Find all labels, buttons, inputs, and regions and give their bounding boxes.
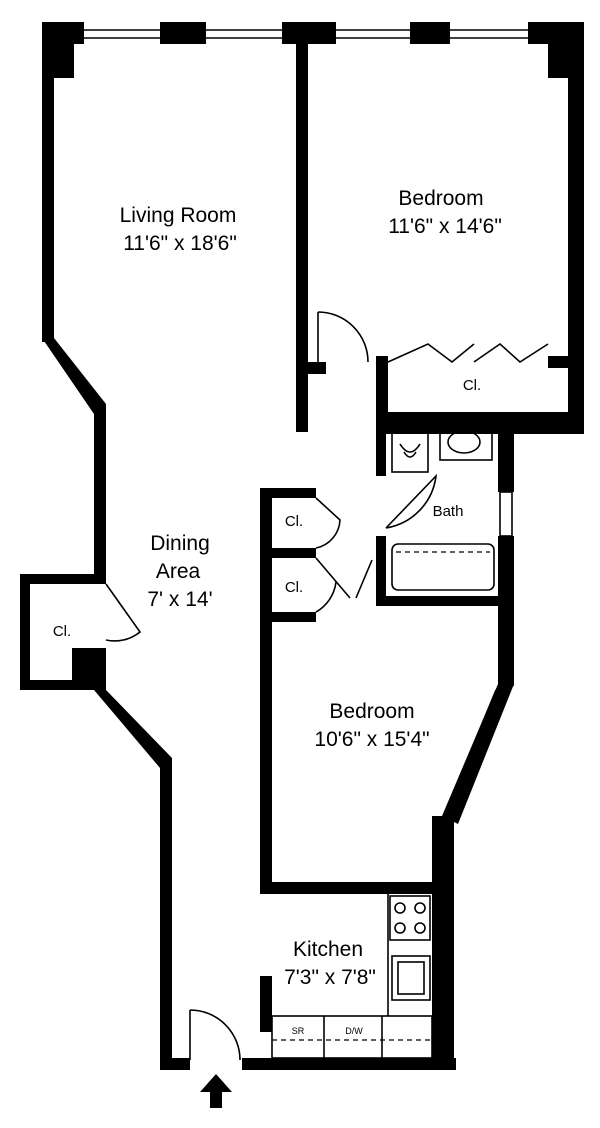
bedroom-1-dimensions: 11'6" x 14'6": [388, 215, 502, 238]
kitchen-dimensions: 7'3" x 7'8": [284, 966, 376, 989]
stove-icon: [389, 895, 431, 941]
windows: [84, 29, 528, 817]
toilet-icon: [391, 425, 429, 473]
exterior-walls: [20, 22, 584, 1070]
appliance-label-other: SR: [292, 1026, 305, 1036]
dining-closet-label: Cl.: [53, 623, 71, 640]
kitchen-sink-icon: [391, 955, 431, 1001]
entry-arrow-icon: [200, 1074, 232, 1108]
living-room-dimensions: 11'6" x 18'6": [123, 232, 237, 255]
hall-closet-lower-label: Cl.: [285, 579, 303, 596]
bedroom-2-dimensions: 10'6" x 15'4": [314, 728, 429, 751]
doors: [105, 311, 549, 1061]
bedroom-1-name: Bedroom: [398, 187, 483, 210]
dining-area-name-line1: Dining: [150, 532, 210, 555]
dishwasher-label: D/W: [345, 1026, 363, 1036]
bath-name: Bath: [433, 503, 464, 520]
kitchen-fixtures: [271, 890, 433, 1059]
bedroom-2-name: Bedroom: [329, 700, 414, 723]
bedroom-1-closet-label: Cl.: [463, 377, 481, 394]
living-room-name: Living Room: [120, 204, 237, 227]
sink-icon: [439, 425, 493, 461]
hall-closet-upper-label: Cl.: [285, 513, 303, 530]
dining-area-name-line2: Area: [156, 560, 201, 583]
kitchen-name: Kitchen: [293, 938, 363, 961]
bath-fixtures: [391, 425, 495, 591]
bathtub-icon: [391, 543, 495, 591]
dining-area-dimensions: 7' x 14': [147, 588, 212, 611]
